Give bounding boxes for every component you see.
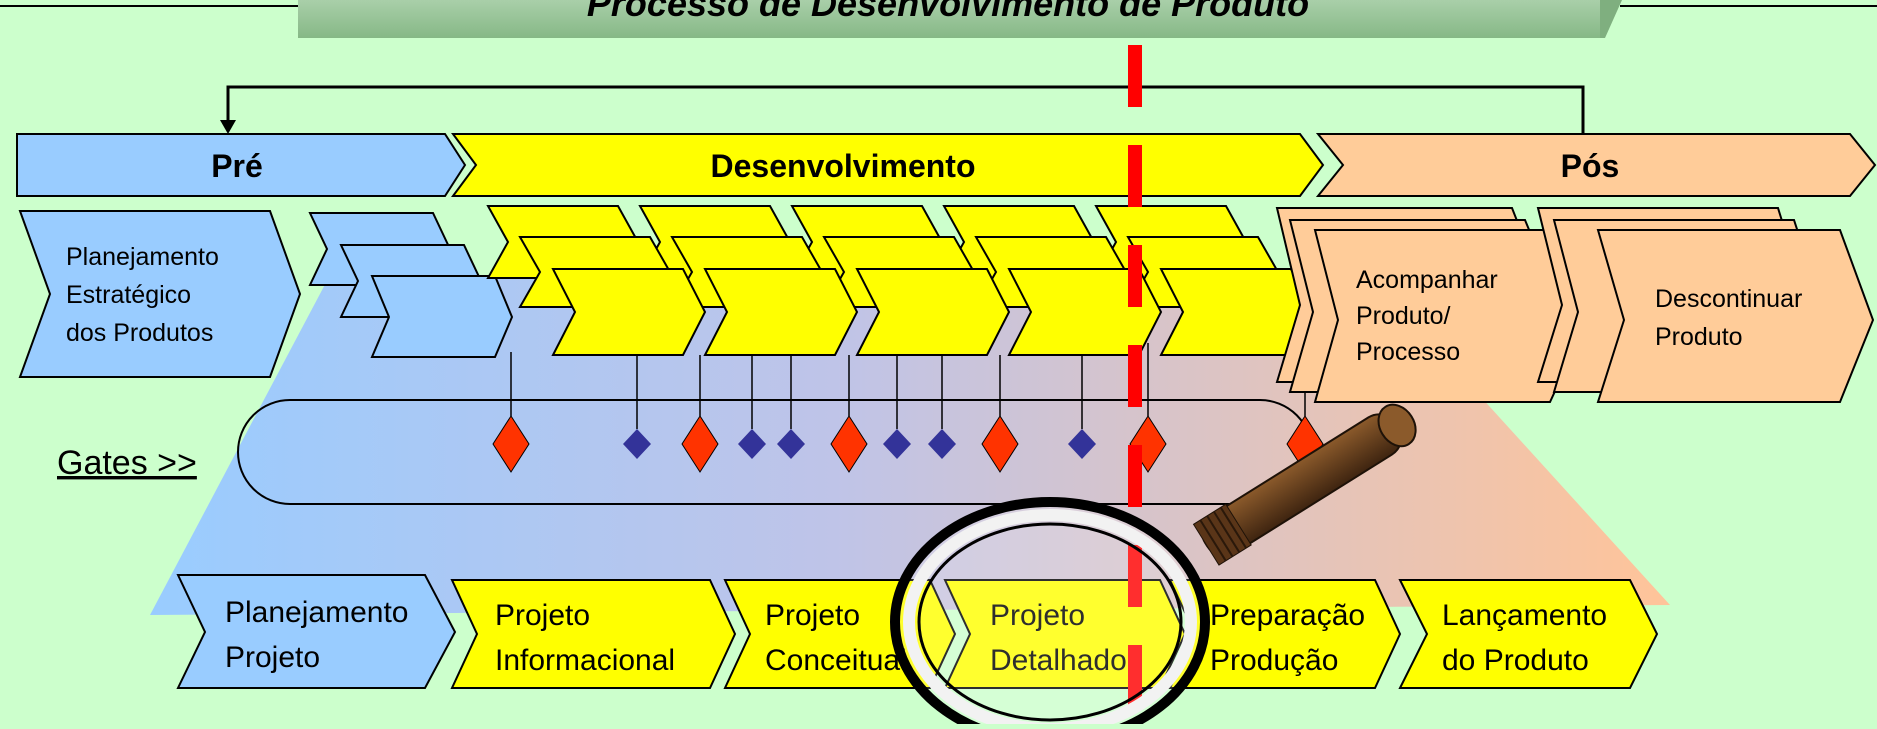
- step-4-line1: Projeto: [990, 599, 1085, 632]
- phase-pre-label: Pré: [211, 148, 263, 184]
- minor-gate: [928, 429, 956, 459]
- step-2-line1: Projeto: [495, 599, 590, 632]
- diagram-title: Processo de Desenvolvimento de Produto: [587, 0, 1309, 24]
- svg-text:Lançamento do Produto: Lançamento do Produto: [1442, 599, 1615, 677]
- descontinuar-line2: Produto: [1655, 323, 1743, 351]
- step-lancamento-produto: Lançamento do Produto: [1398, 579, 1659, 689]
- planejamento-estrategico-line1: Planejamento: [66, 243, 219, 271]
- magnifying-glass-icon: [890, 403, 1417, 729]
- step-3-line1: Projeto: [765, 599, 860, 632]
- descontinuar-line1: Descontinuar: [1655, 285, 1802, 313]
- step-4-line2: Detalhado: [990, 644, 1127, 677]
- major-gate: [492, 415, 530, 473]
- minor-gates: [623, 429, 1096, 459]
- phase-desenvolvimento: Desenvolvimento: [451, 133, 1325, 197]
- major-gate: [681, 415, 719, 473]
- planejamento-estrategico-line2: Estratégico: [66, 281, 191, 309]
- svg-text:Acompanhar Produto/: Acompanhar Produto/ Processo: [1356, 266, 1505, 366]
- step-1-line1: Planejamento: [225, 596, 408, 629]
- svg-text:Descontinuar Produto: Descontinuar Produto: [1655, 285, 1809, 351]
- step-1-line2: Projeto: [225, 641, 320, 674]
- step-planejamento-projeto: Planejamento Projeto: [176, 574, 457, 689]
- phase-pos-label: Pós: [1561, 148, 1620, 184]
- title-bar: Processo de Desenvolvimento de Produto: [298, 0, 1622, 38]
- feedback-arrow: [220, 85, 1585, 134]
- major-gate: [830, 415, 868, 473]
- step-6-line2: do Produto: [1442, 644, 1589, 677]
- svg-text:Projeto Conceitual: Projeto Conceitual: [765, 599, 907, 677]
- minor-gate: [738, 429, 766, 459]
- minor-gate: [883, 429, 911, 459]
- phase-pos: Pós: [1315, 133, 1877, 197]
- major-gate: [981, 415, 1019, 473]
- step-6-line1: Lançamento: [1442, 599, 1607, 632]
- phase-pre: Pré: [16, 133, 467, 197]
- gates-label: Gates >>: [57, 444, 197, 482]
- minor-gate: [1068, 429, 1096, 459]
- svg-text:Planejamento Estratégico: Planejamento Estratégico dos Produtos: [66, 243, 226, 347]
- minor-gate: [623, 429, 651, 459]
- acompanhar-line1: Acompanhar: [1356, 266, 1498, 294]
- svg-text:Projeto Informacional: Projeto Informacional: [495, 599, 675, 677]
- svg-text:Projeto Detalhado: Projeto Detalhado: [990, 599, 1127, 677]
- step-5-line1: Preparação: [1210, 599, 1365, 632]
- major-gates: [492, 415, 1324, 473]
- dev-activity-stacks: [486, 205, 1312, 356]
- svg-text:Preparação Produção: Preparação Produção: [1210, 599, 1373, 677]
- pre-activity-stack: [308, 212, 514, 358]
- step-3-line2: Conceitual: [765, 644, 907, 677]
- acompanhar-line3: Processo: [1356, 338, 1460, 366]
- planejamento-estrategico-line3: dos Produtos: [66, 319, 213, 347]
- svg-text:Planejamento Projeto: Planejamento Projeto: [225, 596, 417, 674]
- step-5-line2: Produção: [1210, 644, 1338, 677]
- minor-gate: [777, 429, 805, 459]
- descontinuar-box: Descontinuar Produto: [1536, 207, 1875, 403]
- step-2-line2: Informacional: [495, 644, 675, 677]
- step-preparacao-producao: Preparação Produção: [1168, 579, 1402, 689]
- phase-desenvolvimento-label: Desenvolvimento: [711, 148, 976, 184]
- step-projeto-informacional: Projeto Informacional: [450, 579, 737, 689]
- acompanhar-line2: Produto/: [1356, 302, 1451, 330]
- acompanhar-box: Acompanhar Produto/ Processo: [1275, 207, 1590, 403]
- step-projeto-detalhado: Projeto Detalhado: [943, 579, 1187, 689]
- planejamento-estrategico-box: Planejamento Estratégico dos Produtos: [18, 210, 302, 378]
